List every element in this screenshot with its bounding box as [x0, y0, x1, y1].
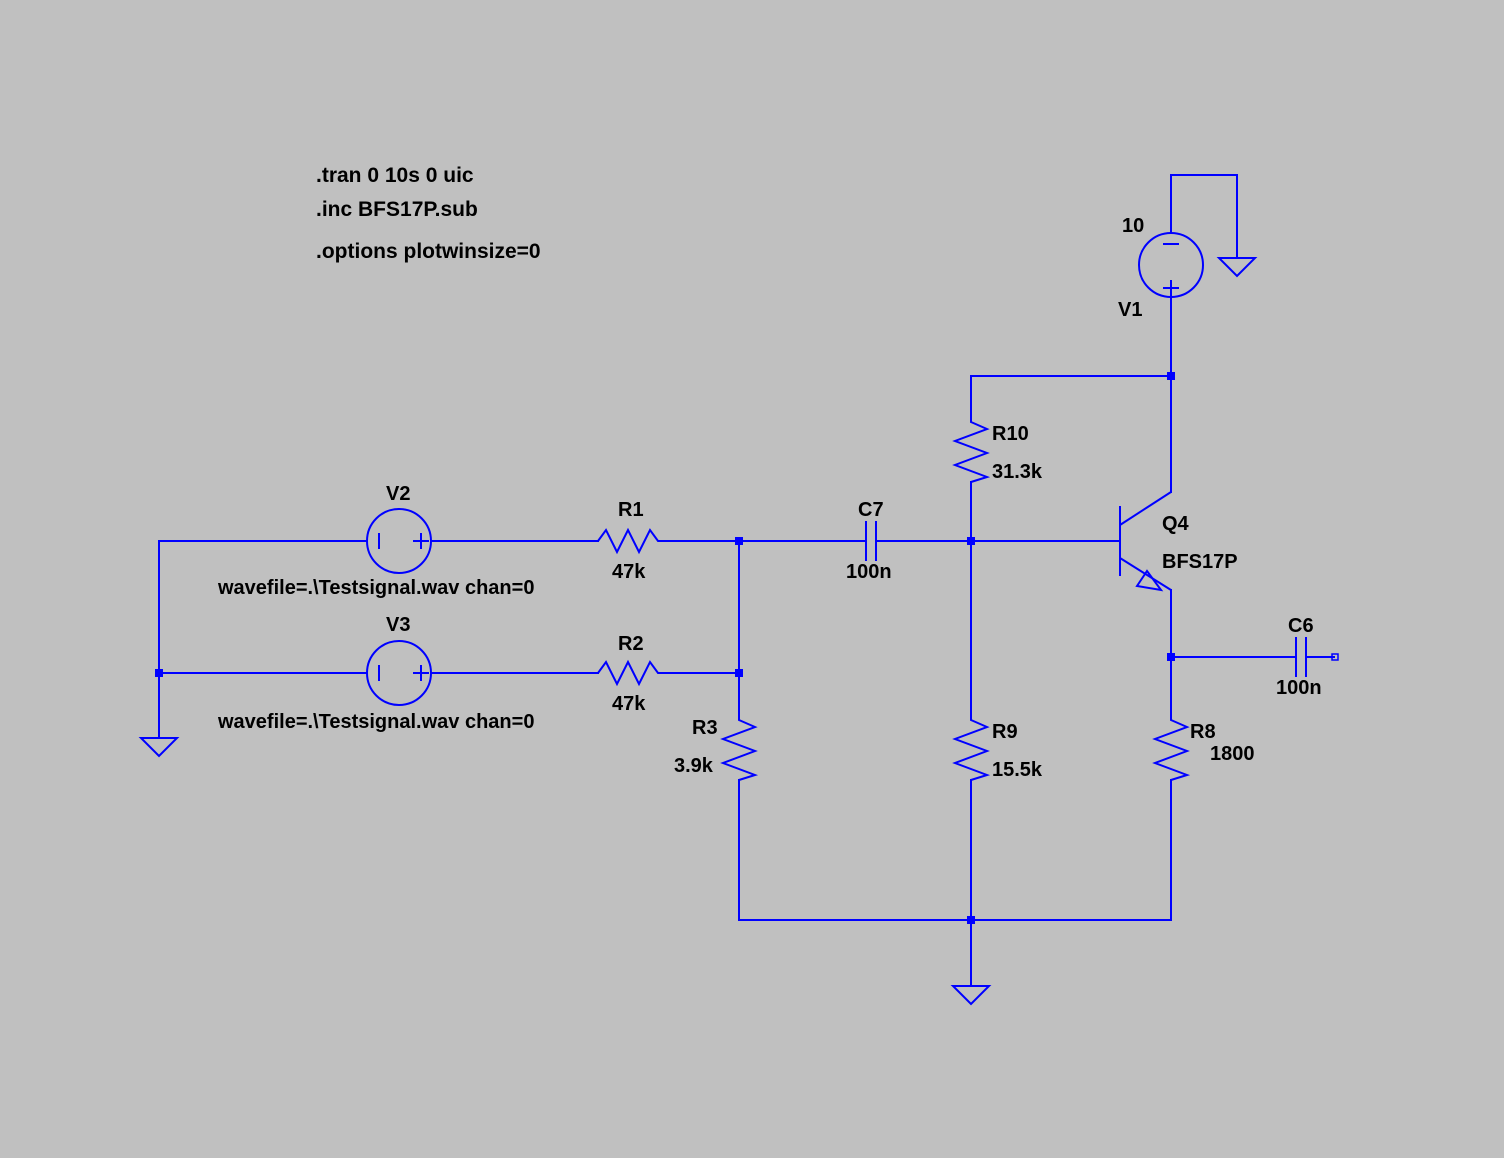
v1-name[interactable]: V1: [1118, 299, 1142, 321]
resistor-r2[interactable]: R2 47k: [597, 633, 664, 715]
voltage-source-v3[interactable]: V3 wavefile=.\Testsignal.wav chan=0: [217, 614, 534, 733]
wire-left-bus[interactable]: [158, 540, 368, 739]
junction-dot: [967, 537, 975, 545]
resistor-r8[interactable]: R8 1800: [1152, 714, 1255, 781]
resistor-r1[interactable]: R1 47k: [597, 499, 664, 583]
wire-supply-rail[interactable]: [970, 375, 1172, 417]
capacitor-c7[interactable]: C7 100n: [846, 499, 904, 583]
q4-value[interactable]: BFS17P: [1162, 551, 1238, 573]
wire-bottom-bus[interactable]: [738, 779, 1172, 921]
output-terminal[interactable]: [1331, 653, 1339, 661]
r3-name[interactable]: R3: [692, 717, 718, 739]
r2-name[interactable]: R2: [618, 633, 644, 655]
directive-options[interactable]: .options plotwinsize=0: [316, 240, 541, 263]
resistor-r9[interactable]: R9 15.5k: [952, 714, 1043, 781]
r8-value[interactable]: 1800: [1210, 743, 1255, 765]
c7-name[interactable]: C7: [858, 499, 884, 521]
v3-name[interactable]: V3: [386, 614, 410, 636]
r10-name[interactable]: R10: [992, 423, 1029, 445]
junction-dot: [155, 669, 163, 677]
r1-name[interactable]: R1: [618, 499, 644, 521]
r3-value[interactable]: 3.9k: [674, 755, 714, 777]
r9-name[interactable]: R9: [992, 721, 1018, 743]
ground-symbol-bottom[interactable]: [950, 985, 992, 1006]
voltage-source-v1[interactable]: 10 V1: [1118, 215, 1204, 321]
c7-value[interactable]: 100n: [846, 561, 892, 583]
q4-name[interactable]: Q4: [1162, 513, 1190, 535]
spice-directives[interactable]: .tran 0 10s 0 uic .inc BFS17P.sub .optio…: [316, 164, 541, 263]
r8-name[interactable]: R8: [1190, 721, 1216, 743]
r10-value[interactable]: 31.3k: [992, 461, 1043, 483]
c6-name[interactable]: C6: [1288, 615, 1314, 637]
v2-value[interactable]: wavefile=.\Testsignal.wav chan=0: [217, 577, 534, 599]
junction-dot: [1167, 653, 1175, 661]
junction-dot: [735, 537, 743, 545]
r9-value[interactable]: 15.5k: [992, 759, 1043, 781]
ground-symbol-v1[interactable]: [1216, 257, 1258, 278]
transistor-q4[interactable]: Q4 BFS17P: [1119, 491, 1238, 592]
capacitor-c6[interactable]: C6 100n: [1276, 615, 1322, 699]
ground-symbol-left[interactable]: [138, 737, 180, 758]
v3-value[interactable]: wavefile=.\Testsignal.wav chan=0: [217, 711, 534, 733]
junction-dot: [967, 916, 975, 924]
r1-value[interactable]: 47k: [612, 561, 646, 583]
c6-value[interactable]: 100n: [1276, 677, 1322, 699]
junction-dot: [1167, 372, 1175, 380]
junctions: [155, 372, 1175, 924]
directive-inc[interactable]: .inc BFS17P.sub: [316, 198, 478, 221]
resistor-r10[interactable]: R10 31.3k: [952, 416, 1043, 483]
directive-tran[interactable]: .tran 0 10s 0 uic: [316, 164, 474, 187]
wires[interactable]: [158, 174, 1335, 987]
v1-value[interactable]: 10: [1122, 215, 1144, 237]
resistor-r3[interactable]: R3 3.9k: [674, 714, 759, 781]
junction-dot: [735, 669, 743, 677]
v2-name[interactable]: V2: [386, 483, 410, 505]
wire-v1-top-ground[interactable]: [1170, 174, 1238, 259]
r2-value[interactable]: 47k: [612, 693, 646, 715]
voltage-source-v2[interactable]: V2 wavefile=.\Testsignal.wav chan=0: [217, 483, 534, 599]
